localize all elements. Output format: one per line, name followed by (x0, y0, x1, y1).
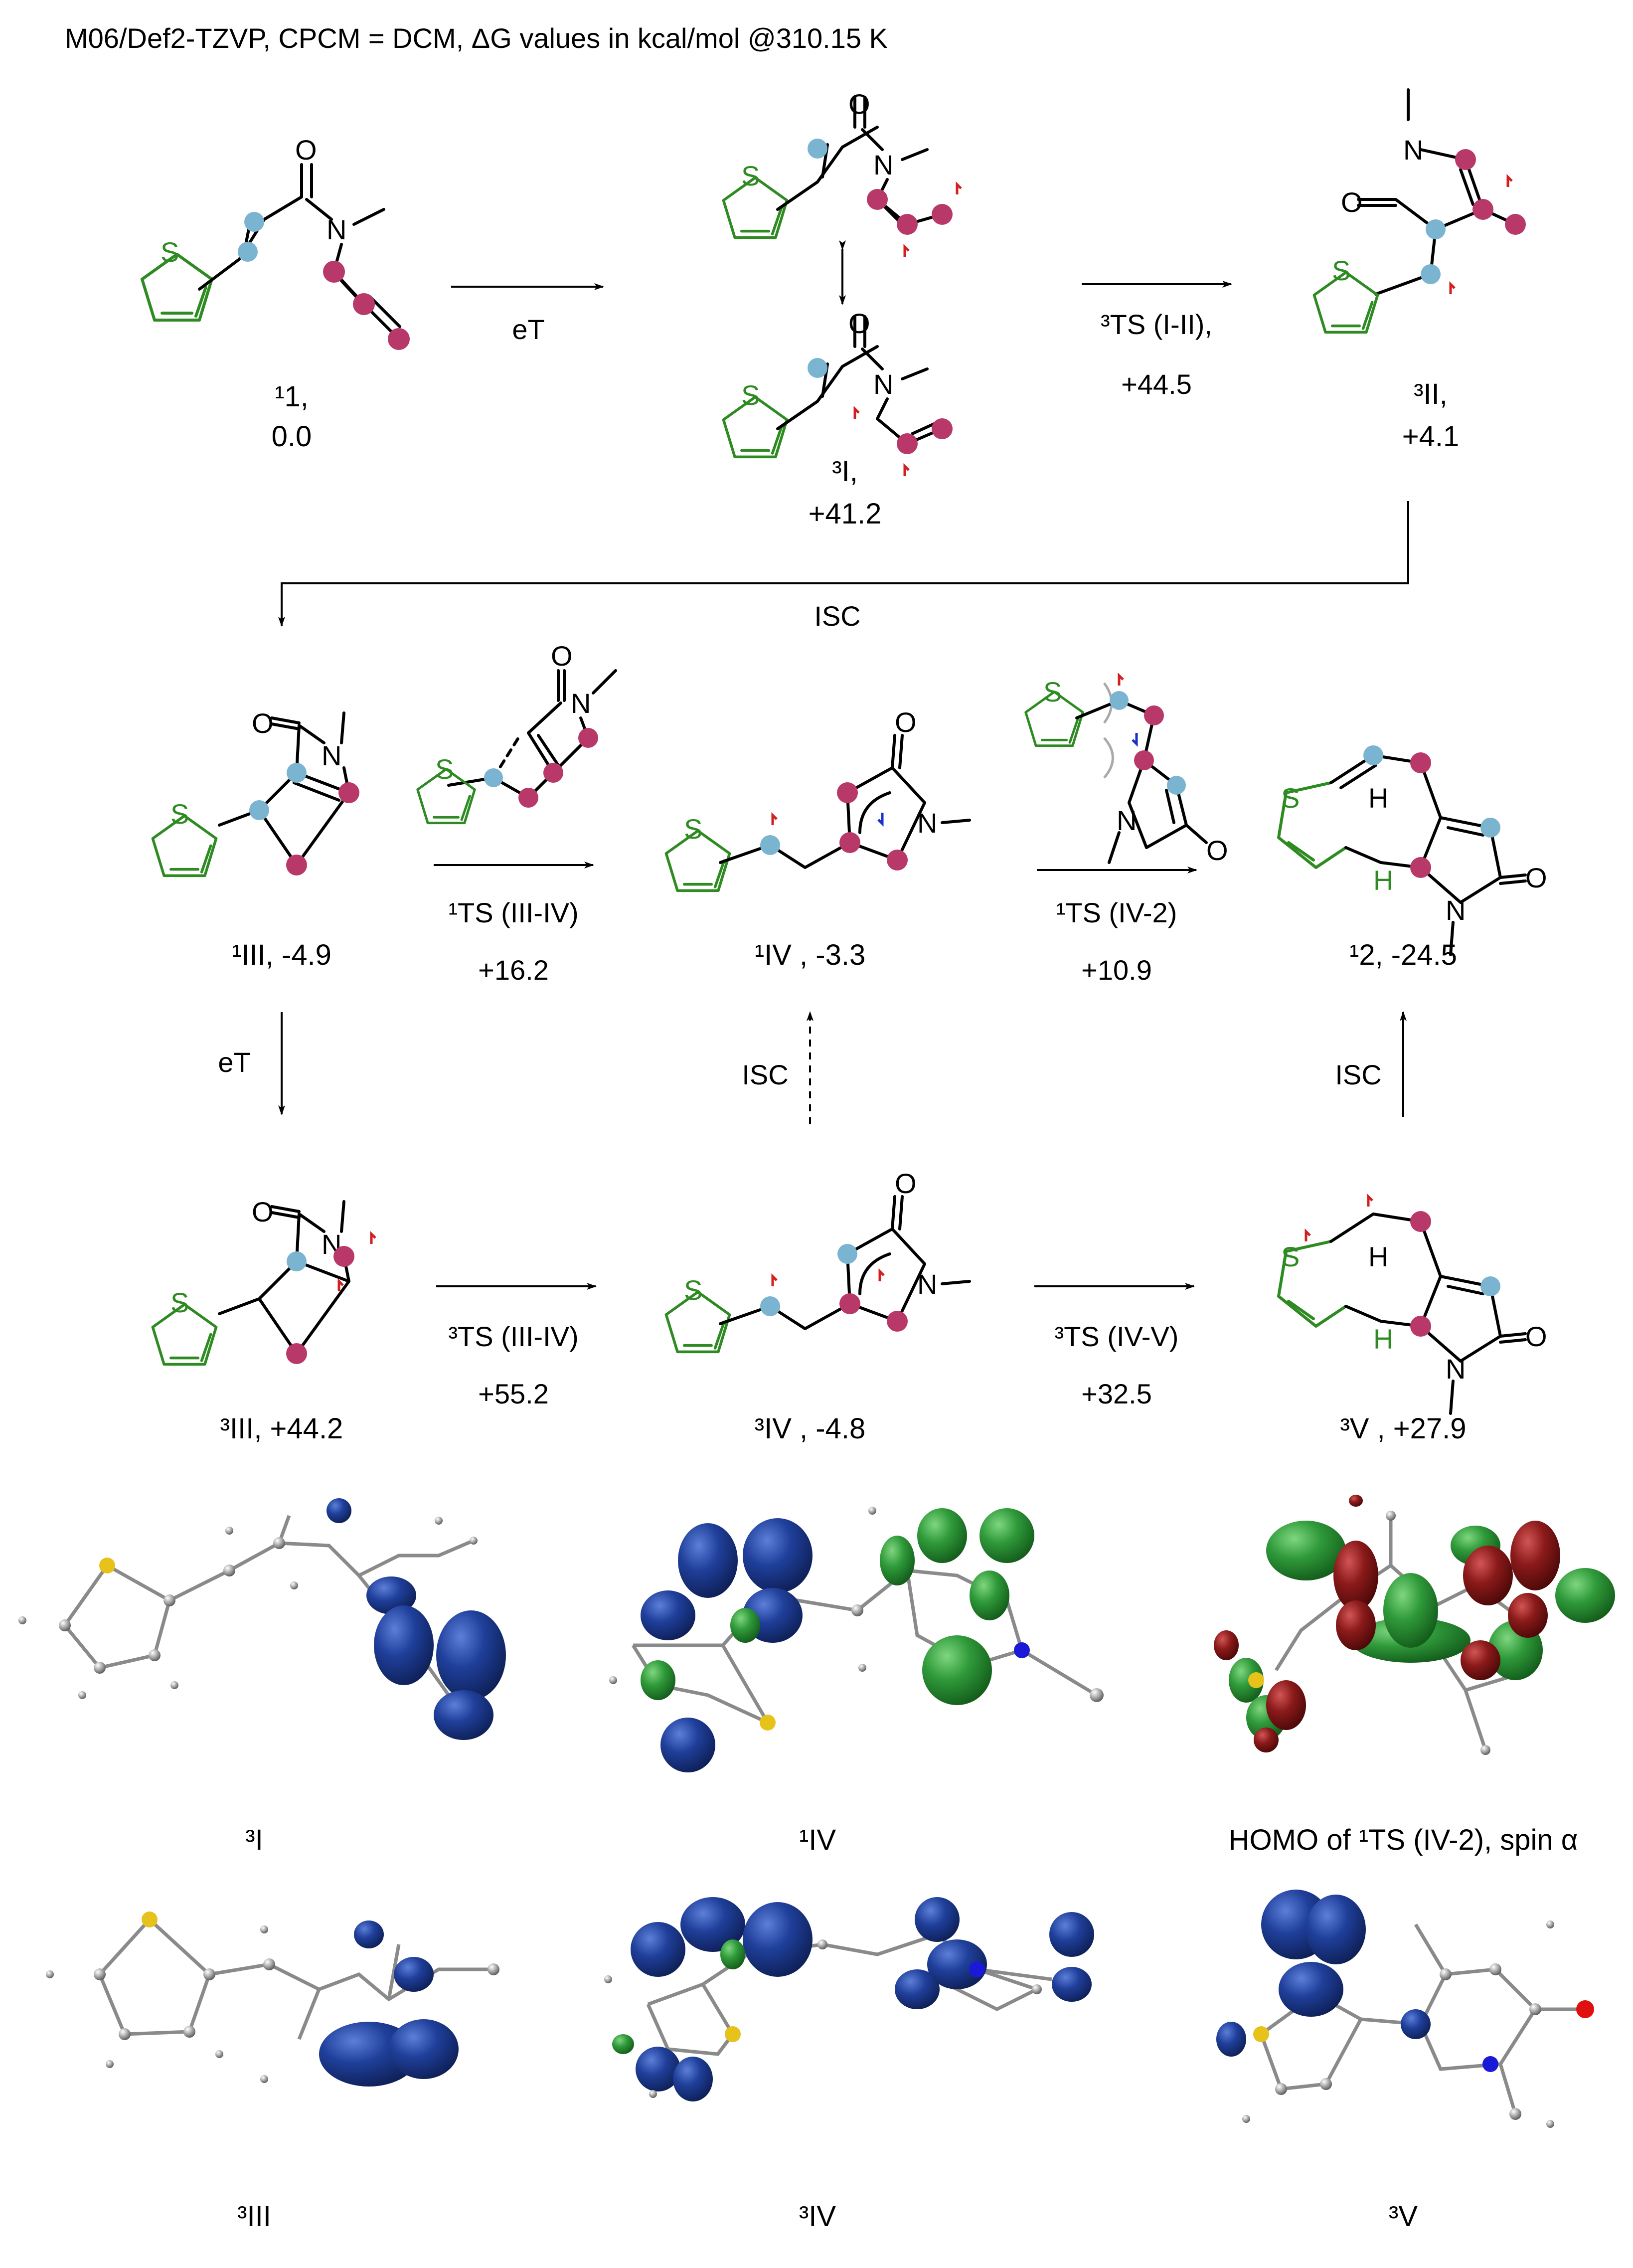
ts-I-II-label: ³TS (I-II), (1101, 309, 1212, 340)
label-3II-energy: +4.1 (1402, 420, 1460, 453)
ts-III-IV-singlet-label: ¹TS (III-IV) (448, 897, 578, 928)
hydrogen-atom-label: H (1373, 865, 1393, 896)
structure-3IV: S O N (666, 1168, 971, 1352)
structure-1: S O N (142, 134, 410, 350)
ts-III-IV-triplet-label: ³TS (III-IV) (448, 1321, 578, 1352)
hydrogen-atom-label: H (1368, 1241, 1388, 1272)
sulfur-atom-label: S (161, 236, 179, 268)
ts-III-IV-triplet-energy: +55.2 (478, 1378, 549, 1409)
sulfur-atom-label: S (1332, 255, 1350, 286)
nitrogen-atom-label: N (873, 149, 893, 180)
structure-3III: O N S (153, 1196, 376, 1364)
eT-label: eT (512, 314, 544, 345)
oxygen-atom-label: O (1206, 835, 1228, 866)
nitrogen-atom-label: N (327, 214, 346, 245)
sulfur-atom-label: S (1281, 782, 1300, 814)
eT-down-label: eT (218, 1047, 250, 1078)
caption-3V: ³V (1389, 2200, 1418, 2233)
sulfur-atom-label: S (741, 379, 760, 411)
sulfur-atom-label: S (684, 1274, 702, 1306)
structure-3I-resonance-b: S O N (723, 308, 953, 476)
nitrogen-atom-label: N (917, 807, 937, 839)
label-1IV: ¹IV , -3.3 (755, 939, 865, 971)
oxygen-atom-label: O (252, 707, 274, 739)
ts-IV-2-label: ¹TS (IV-2) (1056, 897, 1177, 928)
structure-ts-III-IV: O N S (418, 640, 617, 823)
nitrogen-atom-label: N (873, 368, 893, 400)
structure-3I-resonance-a: S O N (723, 88, 962, 257)
label-3II: ³II, (1414, 378, 1448, 410)
caption-homo-ts-IV-2: HOMO of ¹TS (IV-2), spin α (1229, 1824, 1578, 1856)
ts-I-II-energy: +44.5 (1121, 368, 1192, 400)
oxygen-atom-label: O (551, 640, 573, 672)
oxygen-atom-label: O (848, 88, 870, 120)
spin-density-3III (46, 1912, 499, 2087)
label-3I: ³I, (832, 455, 858, 488)
isc-up-label: ISC (1335, 1059, 1381, 1090)
nitrogen-atom-label: N (1117, 805, 1137, 836)
homo-ts-IV-2 (1214, 1495, 1615, 1755)
structure-3II: N O S (1314, 88, 1526, 332)
oxygen-atom-label: O (1525, 862, 1547, 893)
structure-3V: S O N H H (1277, 1193, 1547, 1415)
spin-density-1IV (609, 1507, 1104, 1772)
label-3V: ³V , +27.9 (1340, 1412, 1466, 1445)
nitrogen-atom-label: N (1446, 1353, 1466, 1385)
structure-1IV: S O N (666, 706, 971, 890)
caption-3III: ³III (237, 2200, 271, 2233)
sulfur-atom-label: S (170, 798, 189, 830)
oxygen-atom-label: O (295, 134, 317, 166)
sulfur-atom-label: S (435, 753, 454, 785)
oxygen-atom-label: O (848, 308, 870, 339)
sulfur-atom-label: S (684, 813, 702, 845)
caption-3I: ³I (245, 1824, 263, 1856)
label-12: ¹2, -24.5 (1349, 939, 1457, 971)
spin-density-3I (18, 1498, 506, 1740)
label-3IV: ³IV , -4.8 (755, 1412, 865, 1445)
oxygen-atom-label: O (1341, 186, 1363, 218)
oxygen-atom-label: O (1525, 1321, 1547, 1352)
sulfur-atom-label: S (1043, 676, 1062, 707)
label-3I-energy: +41.2 (809, 498, 882, 530)
hydrogen-atom-label: H (1368, 782, 1388, 814)
sulfur-atom-label: S (170, 1287, 189, 1318)
isc-dashed-label: ISC (742, 1059, 788, 1090)
label-3III: ³III, +44.2 (220, 1412, 343, 1445)
header-title: M06/Def2-TZVP, CPCM = DCM, ΔG values in … (65, 22, 888, 54)
sulfur-atom-label: S (1281, 1241, 1300, 1272)
ts-IV-2-energy: +10.9 (1081, 954, 1152, 986)
nitrogen-atom-label: N (571, 688, 591, 719)
ts-IV-V-energy: +32.5 (1081, 1378, 1152, 1409)
oxygen-atom-label: O (895, 1168, 917, 1199)
caption-3IV: ³IV (799, 2200, 836, 2233)
arrow-isc-connector (278, 501, 1409, 627)
nitrogen-atom-label: N (322, 740, 341, 771)
structure-ts-IV-2: S O N (1026, 672, 1228, 866)
label-1-energy: 0.0 (272, 420, 312, 453)
ts-IV-V-label: ³TS (IV-V) (1055, 1321, 1179, 1352)
oxygen-atom-label: O (895, 706, 917, 738)
caption-1IV: ¹IV (799, 1824, 836, 1856)
label-1: ¹1, (275, 380, 309, 413)
ts-III-IV-singlet-energy: +16.2 (478, 954, 549, 986)
isc-connector-label: ISC (814, 600, 860, 632)
structure-12: S O N H H (1277, 745, 1547, 956)
nitrogen-atom-label: N (1446, 894, 1466, 926)
label-1III: ¹III, -4.9 (232, 939, 331, 971)
spin-density-3V (1216, 1890, 1594, 2128)
structure-1III: O N S (153, 707, 359, 875)
nitrogen-atom-label: N (917, 1268, 937, 1300)
oxygen-atom-label: O (252, 1196, 274, 1227)
hydrogen-atom-label: H (1373, 1323, 1393, 1355)
sulfur-atom-label: S (741, 160, 760, 191)
spin-density-3IV (604, 1897, 1094, 2101)
